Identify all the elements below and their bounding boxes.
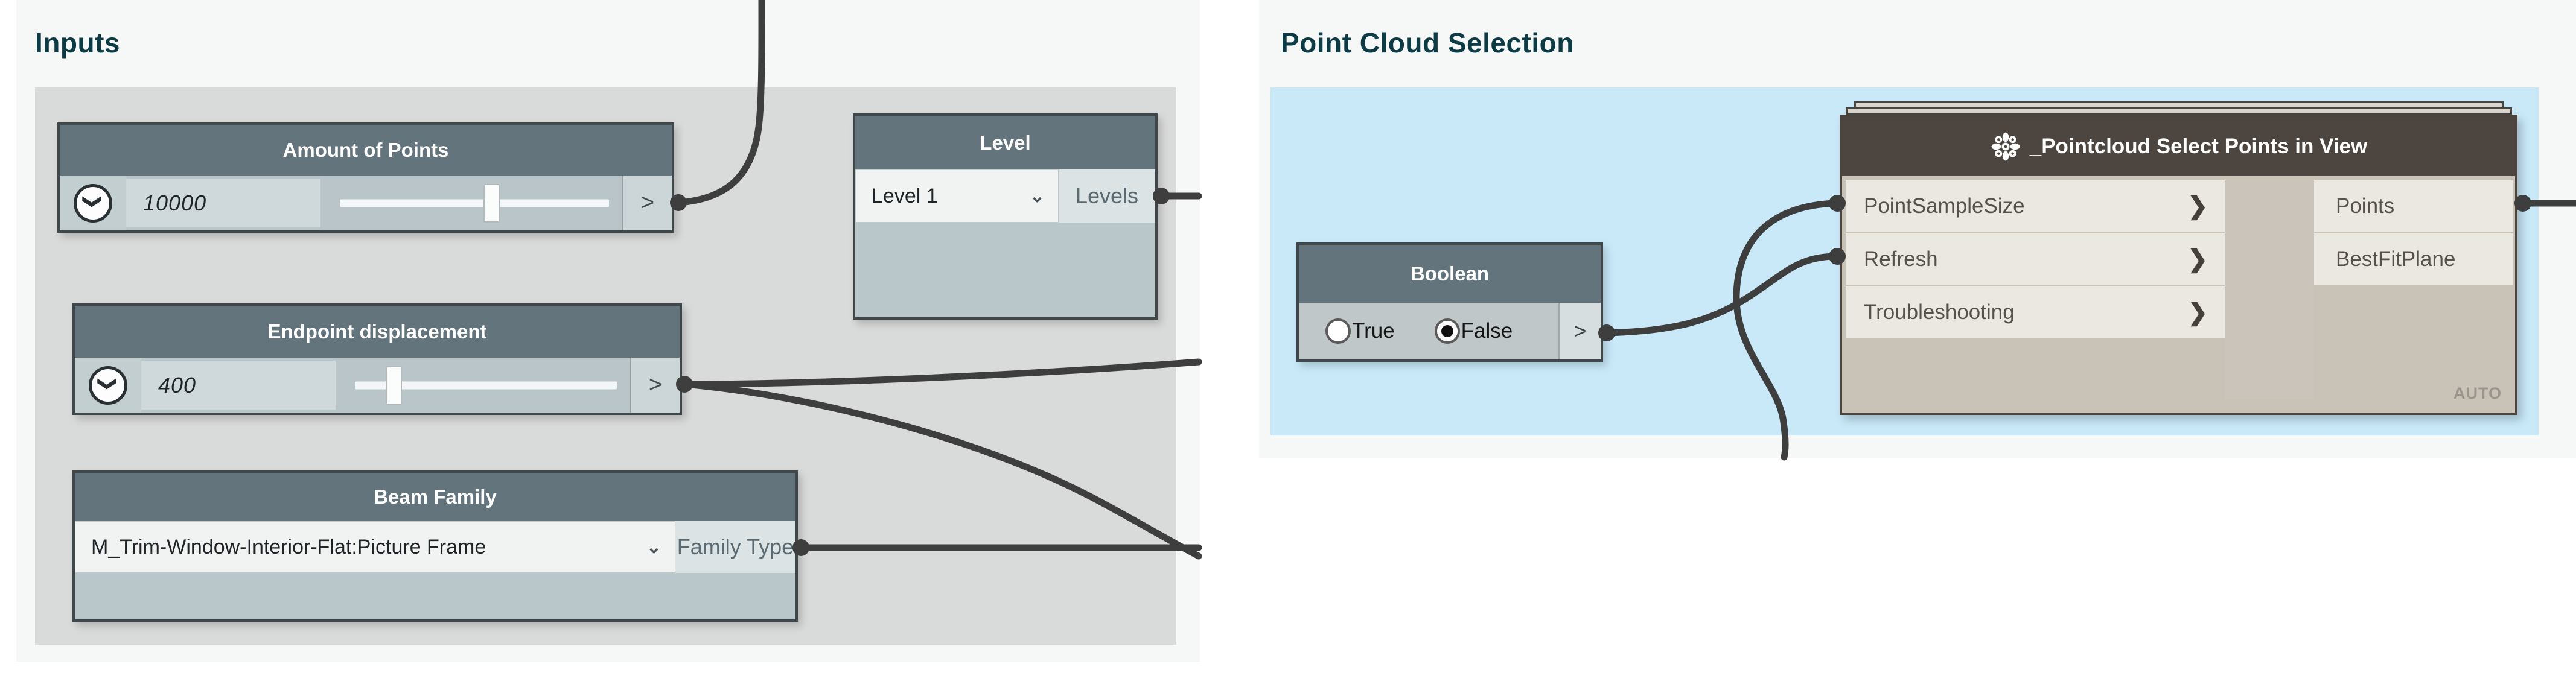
input-label: PointSampleSize	[1864, 194, 2025, 218]
boolean-true-label: True	[1352, 319, 1395, 343]
input-label: Troubleshooting	[1864, 300, 2015, 324]
beam-family-dropdown-value: M_Trim-Window-Interior-Flat:Picture Fram…	[91, 535, 486, 559]
chevron-down-icon: ❯	[98, 376, 118, 392]
node-endpoint-displacement[interactable]: Endpoint displacement ❯ 400 >	[72, 303, 682, 415]
endpoint-value-field[interactable]: 400	[141, 361, 336, 410]
node-header-boolean[interactable]: Boolean	[1299, 245, 1601, 303]
beam-family-dropdown[interactable]: M_Trim-Window-Interior-Flat:Picture Fram…	[75, 521, 675, 573]
beam-family-output-label: Family Type	[677, 534, 794, 559]
pointcloud-output-points[interactable]: Points	[2314, 180, 2513, 232]
amount-value-field[interactable]: 10000	[126, 179, 320, 227]
amount-slider-track[interactable]	[340, 199, 609, 207]
chevron-right-icon: ❯	[2187, 299, 2208, 326]
node-header-beam-family[interactable]: Beam Family	[75, 473, 795, 521]
node-header-level[interactable]: Level	[855, 116, 1155, 169]
dropdown-caret-icon: ⌄	[1029, 186, 1045, 206]
boolean-option-false[interactable]: False	[1434, 318, 1513, 344]
endpoint-expand-button[interactable]: ❯	[89, 366, 127, 405]
amount-slider[interactable]	[320, 176, 622, 230]
node-header-endpoint-displacement[interactable]: Endpoint displacement	[75, 306, 680, 358]
node-title-boolean: Boolean	[1410, 262, 1490, 285]
input-label: Refresh	[1864, 247, 1938, 271]
group-title-point-cloud-selection[interactable]: Point Cloud Selection	[1281, 27, 1574, 59]
endpoint-slider-handle[interactable]	[385, 366, 402, 405]
amount-slider-handle[interactable]	[483, 183, 500, 223]
endpoint-collapse-zone: ❯	[75, 358, 141, 413]
node-title-beam-family: Beam Family	[374, 486, 497, 508]
lacing-badge[interactable]: AUTO	[2453, 384, 2502, 402]
pointcloud-output-bestfitplane[interactable]: BestFitPlane	[2314, 233, 2513, 285]
beam-family-node-footer	[75, 573, 795, 619]
level-output-label: Levels	[1075, 183, 1139, 208]
level-output-cell[interactable]: Levels	[1059, 169, 1155, 223]
level-dropdown-value: Level 1	[872, 184, 938, 207]
node-title-endpoint-displacement: Endpoint displacement	[267, 320, 487, 343]
node-level[interactable]: Level Level 1 ⌄ Levels	[853, 113, 1158, 320]
level-dropdown[interactable]: Level 1 ⌄	[855, 169, 1059, 223]
node-title-pointcloud-select: _Pointcloud Select Points in View	[2029, 135, 2368, 158]
boolean-output-port-label[interactable]: >	[1558, 303, 1601, 359]
radio-selected-icon[interactable]	[1434, 318, 1460, 344]
amount-collapse-zone: ❯	[60, 176, 126, 230]
pointcloud-input-troubleshooting[interactable]: Troubleshooting ❯	[1846, 286, 2225, 338]
output-label: BestFitPlane	[2336, 247, 2456, 271]
boolean-radio-group: True False	[1299, 303, 1558, 359]
node-beam-family[interactable]: Beam Family M_Trim-Window-Interior-Flat:…	[72, 470, 798, 622]
node-title-level: Level	[980, 131, 1031, 154]
level-node-footer	[855, 223, 1155, 317]
node-pointcloud-select-points-in-view[interactable]: _Pointcloud Select Points in View PointS…	[1840, 115, 2517, 415]
group-title-inputs[interactable]: Inputs	[35, 27, 120, 59]
endpoint-value-text: 400	[158, 372, 197, 397]
node-amount-of-points[interactable]: Amount of Points ❯ 10000 >	[57, 122, 674, 233]
dropdown-caret-icon: ⌄	[646, 537, 662, 557]
amount-expand-button[interactable]: ❯	[74, 183, 112, 223]
endpoint-slider-track[interactable]	[355, 381, 617, 389]
chevron-right-icon: ❯	[2187, 245, 2208, 273]
output-label: Points	[2336, 194, 2395, 218]
endpoint-slider[interactable]	[336, 358, 630, 413]
pointcloud-input-pointsamplesize[interactable]: PointSampleSize ❯	[1846, 180, 2225, 232]
node-header-pointcloud-select[interactable]: _Pointcloud Select Points in View	[1842, 117, 2515, 176]
chevron-down-icon: ❯	[83, 194, 103, 210]
node-title-amount-of-points: Amount of Points	[282, 139, 449, 161]
node-boolean[interactable]: Boolean True False >	[1296, 242, 1603, 362]
boolean-option-true[interactable]: True	[1325, 318, 1395, 344]
amount-output-port-label[interactable]: >	[622, 176, 672, 230]
pointcloud-input-refresh[interactable]: Refresh ❯	[1846, 233, 2225, 285]
endpoint-output-port-label[interactable]: >	[630, 358, 680, 413]
amount-value-text: 10000	[143, 190, 207, 215]
beam-family-output-cell[interactable]: Family Type	[675, 521, 795, 573]
chevron-right-icon: ❯	[2187, 192, 2208, 220]
boolean-false-label: False	[1461, 319, 1513, 343]
custom-node-package-icon	[1991, 132, 2020, 161]
pointcloud-body-gap	[2225, 179, 2314, 399]
custom-node-stack-sheet	[1846, 107, 2512, 115]
radio-unselected-icon[interactable]	[1325, 318, 1351, 344]
node-header-amount-of-points[interactable]: Amount of Points	[60, 125, 672, 176]
